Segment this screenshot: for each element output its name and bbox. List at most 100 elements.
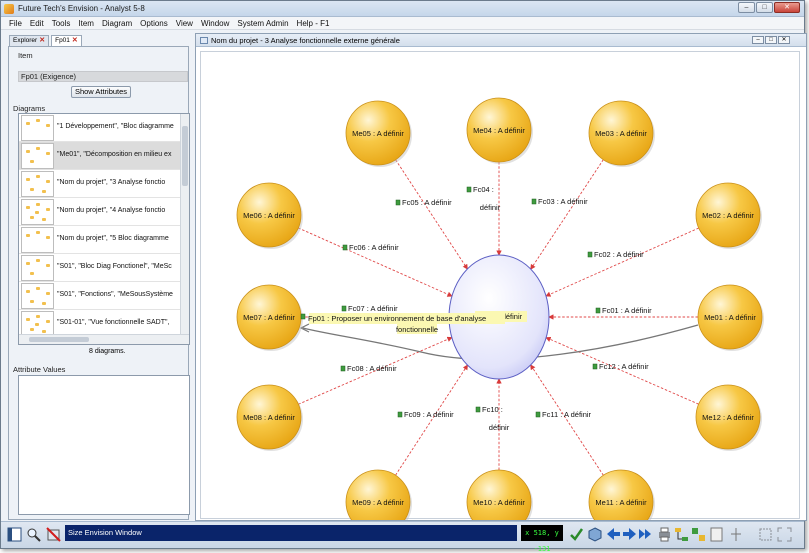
pin-icon[interactable]	[729, 527, 744, 542]
environment-node[interactable]	[236, 384, 302, 450]
menu-edit[interactable]: Edit	[29, 18, 44, 28]
fit-window-icon[interactable]	[758, 527, 773, 542]
diagram-list-item-label: "Me01", "Décomposition en milieu ex	[57, 151, 172, 158]
environment-node[interactable]	[695, 182, 761, 248]
arrow-right-icon[interactable]	[622, 527, 637, 542]
title-bar[interactable]: Future Tech's Envision - Analyst 5-8 – □…	[1, 1, 804, 17]
diagram-title-bar[interactable]: Nom du projet - 3 Analyse fonctionnelle …	[196, 34, 806, 47]
flow-label: Fc02 : A définir	[594, 250, 644, 259]
flow-icon	[341, 305, 347, 312]
requirement-link[interactable]	[302, 324, 699, 360]
print-icon[interactable]	[657, 527, 672, 542]
fullscreen-icon[interactable]	[777, 527, 792, 542]
flow-arrow[interactable]	[395, 364, 468, 476]
flow-arrow[interactable]	[545, 227, 699, 297]
environment-node-label: Me07 : A définir	[243, 313, 295, 322]
environment-node[interactable]	[345, 100, 411, 166]
flow-label: Fc05 : A définir	[402, 198, 452, 207]
diagram-list-item-label: "1 Développement", "Bloc diagramme	[57, 123, 174, 130]
close-icon[interactable]: ✕	[778, 36, 790, 44]
flow-arrow[interactable]	[298, 336, 453, 405]
environment-node[interactable]	[588, 100, 654, 166]
diagrams-vertical-scrollbar[interactable]	[180, 114, 189, 334]
tree-layout-icon[interactable]	[674, 527, 689, 542]
tab-explorer[interactable]: Explorer ✕	[9, 35, 50, 46]
checkmark-icon[interactable]	[569, 527, 584, 542]
diagrams-list[interactable]: "S01-01", "Vue fonctionnelle SADT", "S01"…	[18, 113, 190, 345]
page-icon[interactable]	[709, 527, 724, 542]
arrow-left-icon[interactable]	[606, 527, 621, 542]
diagram-list-item[interactable]: "1 Développement", "Bloc diagramme	[19, 114, 181, 142]
flow-arrow[interactable]	[545, 336, 699, 405]
maximize-icon[interactable]: □	[765, 36, 777, 44]
flow-label: Fc09 : A définir	[404, 410, 454, 419]
diagram-thumbnail	[21, 115, 54, 141]
diagram-list-item[interactable]: "Nom du projet", "5 Bloc diagramme	[19, 226, 181, 254]
menu-file[interactable]: File	[9, 18, 22, 28]
flow-icon	[587, 251, 593, 258]
menu-item[interactable]: Item	[78, 18, 94, 28]
environment-node[interactable]	[588, 469, 654, 520]
menu-tools[interactable]: Tools	[51, 18, 71, 28]
flow-arrow[interactable]	[530, 159, 604, 270]
diagram-list-item-label: "S01-01", "Vue fonctionnelle SADT",	[57, 319, 170, 326]
flow-icon	[466, 186, 472, 193]
cube-icon[interactable]	[588, 527, 603, 542]
menu-diagram[interactable]: Diagram	[101, 18, 133, 28]
zoom-icon[interactable]	[26, 527, 41, 542]
menu-window[interactable]: Window	[200, 18, 230, 28]
flow-arrow[interactable]	[530, 364, 604, 476]
environment-node[interactable]	[466, 469, 532, 520]
environment-node-label: Me09 : A définir	[352, 498, 404, 507]
diagram-list-item[interactable]: "Me01", "Décomposition en milieu ex	[19, 142, 181, 170]
requirement-icon	[300, 313, 306, 320]
diagram-list-item[interactable]: "Nom du projet", "4 Analyse fonctio	[19, 198, 181, 226]
minimize-icon[interactable]: –	[752, 36, 764, 44]
diagram-list-item[interactable]: "Nom du projet", "3 Analyse fonctio	[19, 170, 181, 198]
environment-node[interactable]	[345, 469, 411, 520]
environment-node[interactable]	[466, 97, 532, 163]
flow-arrow[interactable]	[395, 159, 468, 270]
menu-system-admin[interactable]: System Admin	[237, 18, 289, 28]
menu-view[interactable]: View	[175, 18, 193, 28]
tab-fp01[interactable]: Fp01 ✕	[51, 35, 82, 46]
requirement-label-bg	[397, 324, 437, 334]
scroll-thumb[interactable]	[182, 126, 188, 186]
minimize-icon[interactable]: –	[738, 2, 755, 13]
window-title: Future Tech's Envision - Analyst 5-8	[18, 4, 145, 13]
menu-options[interactable]: Options	[140, 18, 168, 28]
environment-node[interactable]	[236, 182, 302, 248]
flow-arrow[interactable]	[298, 227, 453, 297]
panel-toggle-icon[interactable]	[7, 527, 22, 542]
flow-icon	[592, 363, 598, 370]
fast-forward-icon[interactable]	[638, 527, 653, 542]
close-tab-icon[interactable]: ✕	[71, 37, 78, 44]
environment-node[interactable]	[695, 384, 761, 450]
no-filter-icon[interactable]	[46, 527, 61, 542]
close-tab-icon[interactable]: ✕	[39, 37, 46, 44]
menu-help-f1[interactable]: Help - F1	[296, 18, 330, 28]
flow-label: Fc01 : A définir	[602, 306, 652, 315]
maximize-icon[interactable]: □	[756, 2, 773, 13]
window-controls: – □ ✕	[738, 2, 800, 13]
diagram-title: Nom du projet - 3 Analyse fonctionnelle …	[211, 36, 400, 45]
close-icon[interactable]: ✕	[774, 2, 800, 13]
flow-label: Fc11 : A définir	[542, 410, 592, 419]
left-panel: Explorer ✕ Fp01 ✕ Item Fp01 (Exigence) S…	[4, 33, 190, 521]
environment-node-label: Me06 : A définir	[243, 211, 295, 220]
environment-node[interactable]	[697, 284, 763, 350]
diagram-list-item-label: "Nom du projet", "3 Analyse fonctio	[57, 179, 166, 186]
diagram-list-item[interactable]: "S01", "Bloc Diag Fonctionel", "MeSc	[19, 254, 181, 282]
flow-icon	[340, 365, 346, 372]
show-attributes-button[interactable]: Show Attributes	[71, 86, 131, 98]
item-field: Fp01 (Exigence)	[18, 71, 188, 82]
layout-icon[interactable]	[691, 527, 706, 542]
scroll-thumb[interactable]	[29, 337, 89, 342]
diagrams-horizontal-scrollbar[interactable]	[19, 334, 189, 344]
diagrams-label: Diagrams	[13, 104, 46, 113]
attribute-values-box[interactable]	[18, 375, 190, 515]
diagram-list-item[interactable]: "S01", "Fonctions", "MeSousSystème	[19, 282, 181, 310]
